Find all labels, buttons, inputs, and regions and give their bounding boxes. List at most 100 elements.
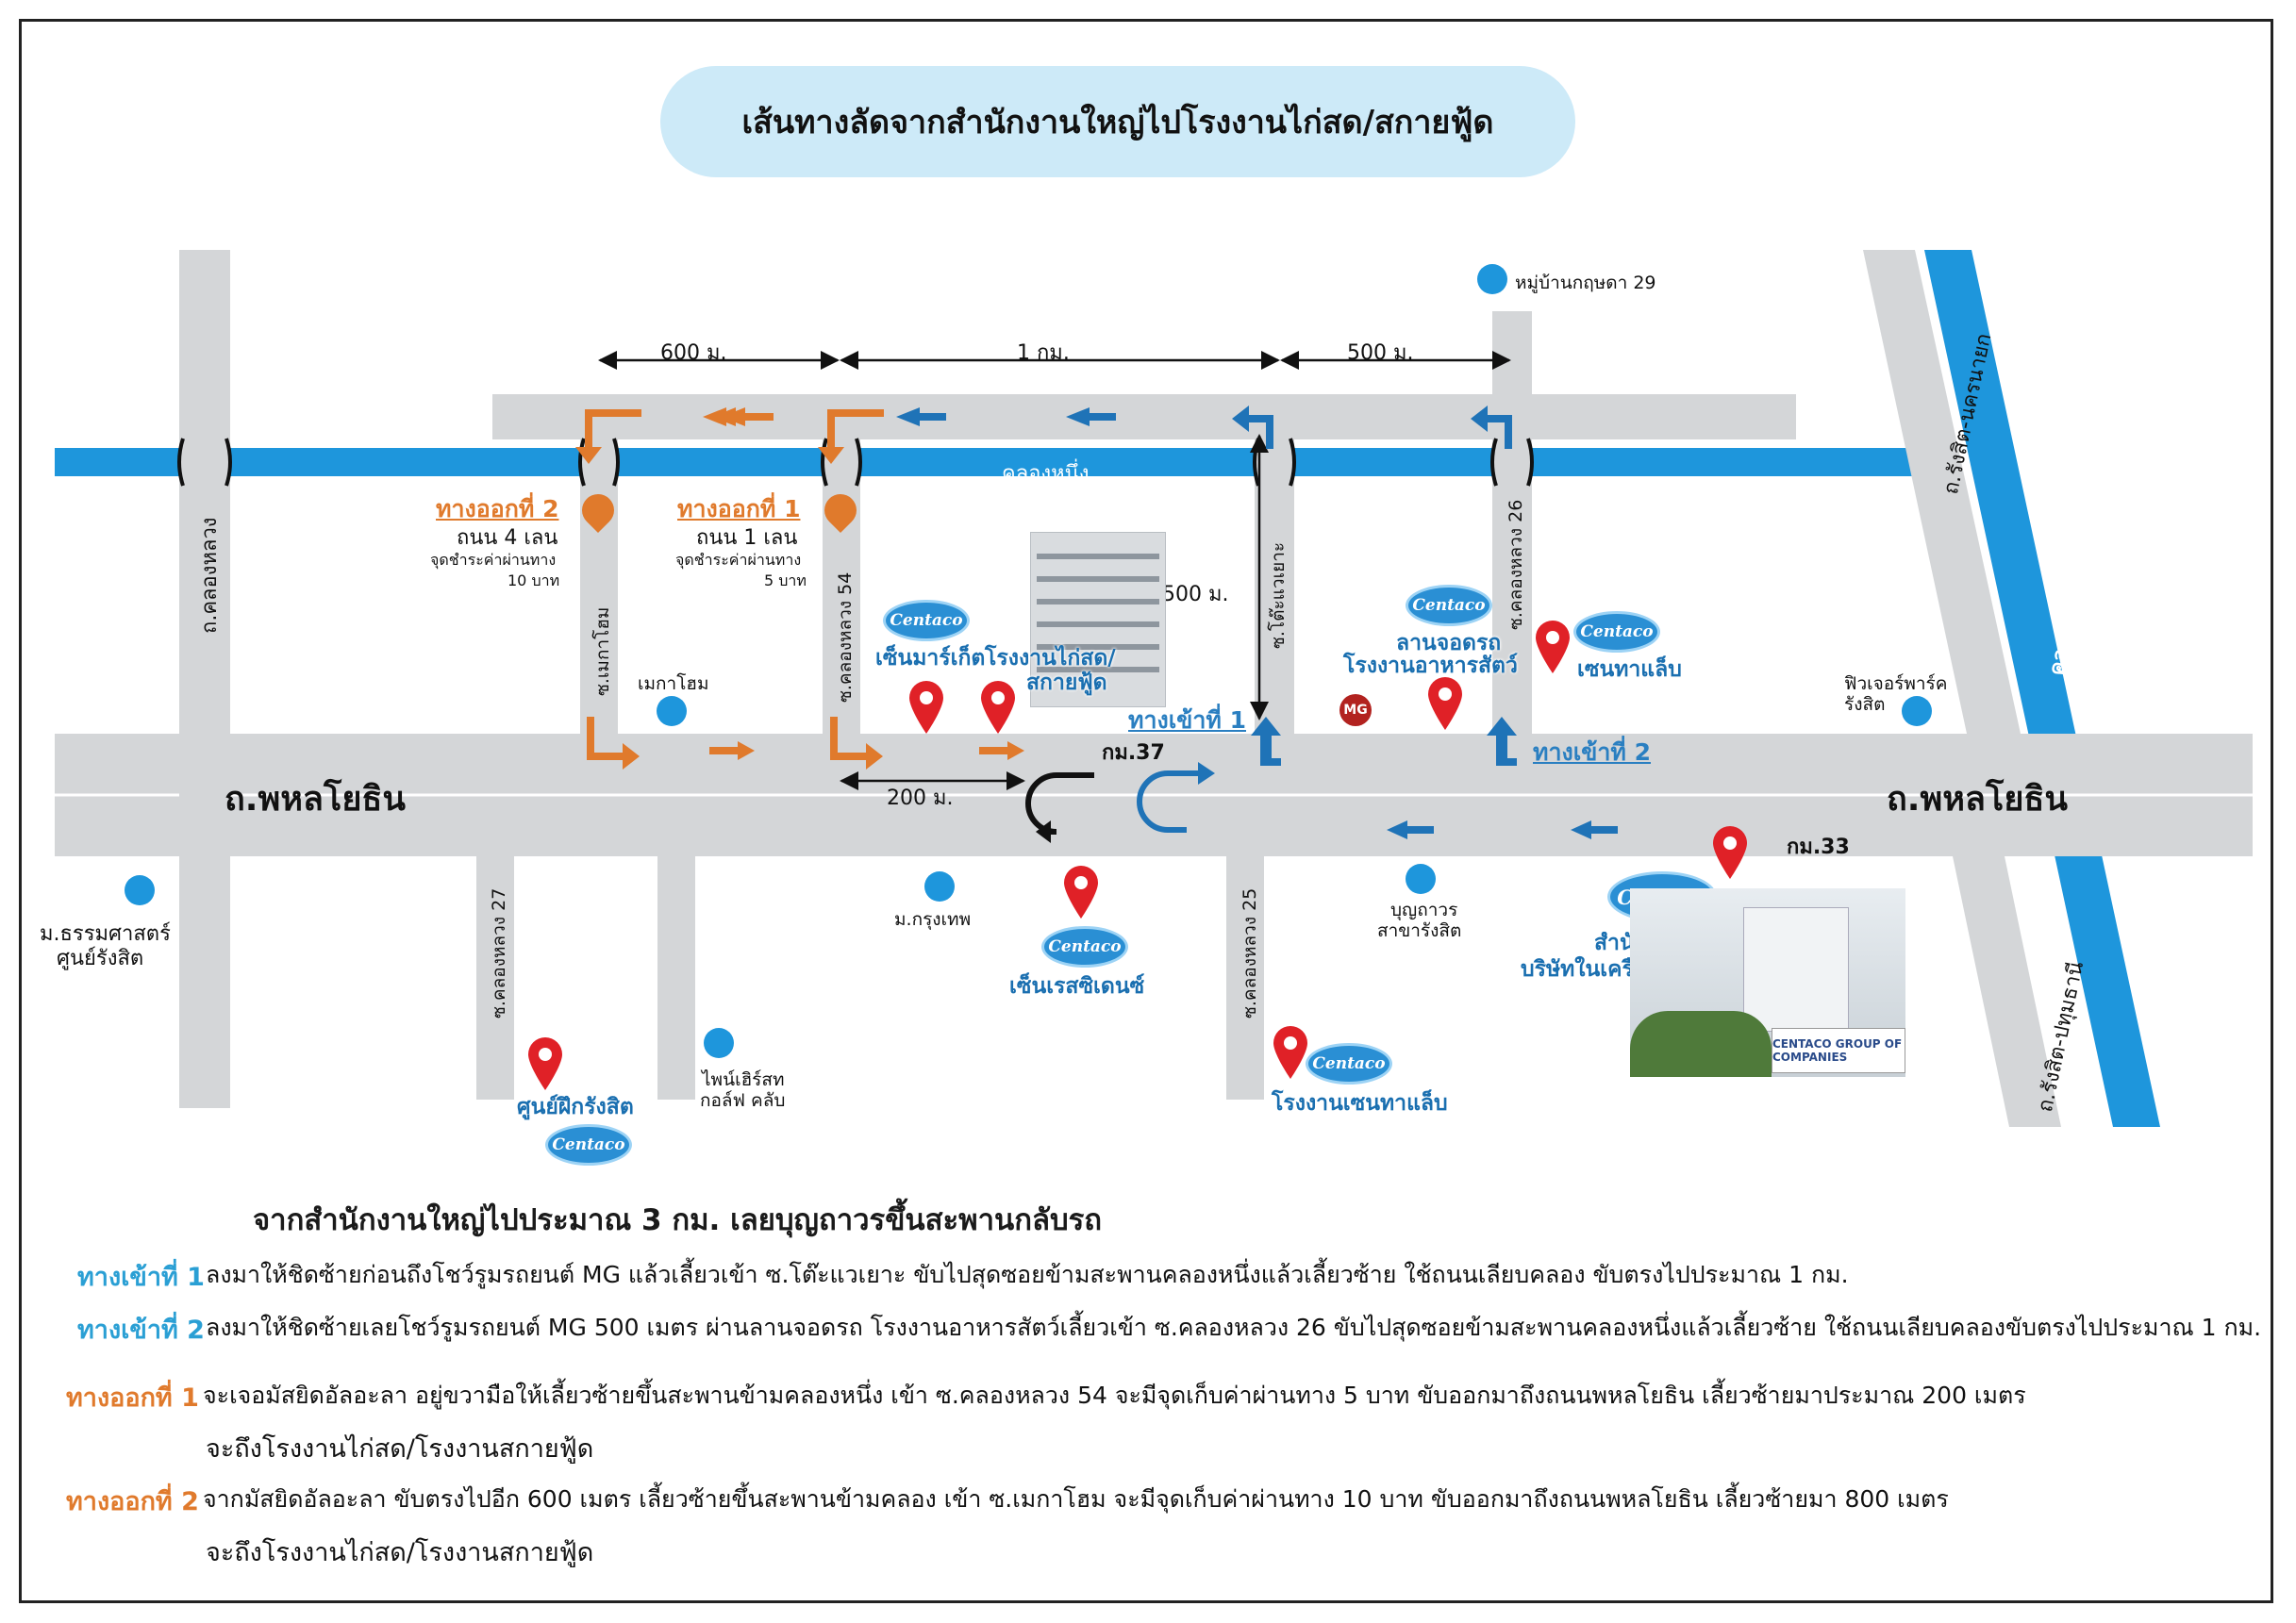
exit1-toll: จุดชำระค่าผ่านทาง [675,551,802,569]
pinehurst-road [657,856,695,1100]
page-frame [19,19,2273,1603]
distance-500: 500 ม. [1347,341,1414,365]
exit2-fee: 10 บาท [507,571,560,589]
place-future-park-rangsit: รังสิต [1844,694,1886,715]
exit2-toll: จุดชำระค่าผ่านทาง [430,551,557,569]
rangsit-pathumthani-road [1953,856,2061,1127]
centaco-logo: Centaco [1041,926,1128,968]
hq-sign: CENTACO GROUP OF COMPANIES [1772,1028,1905,1073]
instruction-text: จากมัสยิดอัลอะลา ขับตรงไปอีก 600 เมตร เล… [203,1485,1949,1513]
distance-600: 600 ม. [660,341,727,365]
place-parking-feed-factory: โรงงานอาหารสัตว์ [1343,654,1518,678]
instruction-label: ทางเข้าที่ 2 [77,1316,205,1345]
distance-500-vertical: 500 ม. [1162,583,1229,606]
place-bunthavorn: บุญถาวร [1390,900,1458,920]
centaco-logo: Centaco [1306,1043,1392,1085]
entry1-label: ทางเข้าที่ 1 [1128,706,1246,734]
place-dot-icon [125,875,155,905]
location-pin-icon [981,681,1015,734]
place-thammasat: ม.ธรรมศาสตร์ [40,922,171,946]
instruction-text: ลงมาให้ชิดซ้ายก่อนถึงโชว์รูมรถยนต์ MG แล… [206,1261,1849,1288]
place-training-center: ศูนย์ฝึกรังสิต [517,1095,634,1119]
place-bunthavorn-rangsit: สาขารังสิต [1377,920,1462,941]
road-phahon-right: ถ.พหลโยธิน [1887,780,2069,819]
location-pin-icon [528,1037,562,1090]
exit2-road: ถนน 4 เลน [457,526,558,550]
place-dot-icon [924,871,955,902]
instruction-text: จะเจอมัสยิดอัลอะลา อยู่ขวามือให้เลี้ยวซ้… [203,1382,2026,1409]
canal-side-road [492,394,1796,439]
centaco-logo: Centaco [1406,585,1492,626]
instruction-label: ทางเข้าที่ 1 [77,1263,205,1292]
road-khlong-luang: ถ.คลองหลวง [198,517,222,634]
entry-route-arrows [896,406,1618,839]
hq-building-image: CENTACO GROUP OF COMPANIES [1630,888,1905,1077]
summary-text: จากสำนักงานใหญ่ไปประมาณ 3 กม. เลยบุญถาวร… [253,1203,1103,1237]
km33-marker: กม.33 [1787,836,1850,859]
place-mooban-kritsada: หมู่บ้านกฤษดา 29 [1515,273,1656,293]
mg-logo: MG [1339,694,1372,726]
location-pin-icon [1536,621,1570,673]
instruction-label: ทางออกที่ 1 [66,1383,199,1413]
distance-lines [598,351,1511,790]
factory-building-image [1030,532,1166,707]
exit-route-arrows [575,407,1024,770]
place-dot-icon [704,1028,734,1058]
instruction-text: จะถึงโรงงานไก่สด/โรงงานสกายฟู้ด [206,1538,594,1567]
centaco-logo: Centaco [883,600,970,641]
road-soi-towaeyao: ซ.โต๊ะแวเยาะ [1268,541,1289,649]
place-cenmarket: เซ็นมาร์เก็ต [875,646,986,671]
place-cenresidence: เซ็นเรสซิเดนซ์ [1009,974,1145,999]
exit1-road: ถนน 1 เลน [696,526,798,550]
place-factory: โรงงานไก่สด/ [985,646,1116,671]
exit2-title: ทางออกที่ 2 [436,495,559,522]
distance-200: 200 ม. [887,787,954,810]
place-future-park: ฟิวเจอร์พาร์ค [1844,673,1948,694]
place-dot-icon [657,696,687,726]
location-pin-icon [1064,866,1098,919]
centaco-logo: Centaco [545,1124,632,1166]
location-pin-icon [909,681,943,734]
place-centalab: เซนทาแล็บ [1577,657,1682,682]
khlong-luang-road [179,250,230,1108]
soi-27-road [476,856,514,1100]
road-soi-25: ซ.คลองหลวง 25 [1240,887,1260,1019]
instruction-label: ทางออกที่ 2 [66,1487,199,1516]
distance-1km: 1 กม. [1017,341,1070,365]
place-dot-icon [1406,864,1436,894]
road-phahon-left: ถ.พหลโยธิน [225,780,407,819]
place-dot-icon [1477,264,1507,294]
place-pinehurst-golf: กอล์ฟ คลับ [700,1090,786,1111]
khlong-nueng-canal [55,448,1951,476]
blue-uturn-head [1198,762,1215,785]
entry2-label: ทางเข้าที่ 2 [1533,738,1651,766]
instruction-text: ลงมาให้ชิดซ้ายเลยโชว์รูมรถยนต์ MG 500 เม… [206,1314,2262,1341]
rangsit-nakhonnayok-road [1863,250,2021,734]
place-bangkok-univ: ม.กรุงเทพ [894,909,972,930]
exit1-fee: 5 บาท [764,571,807,589]
road-soi-54: ซ.คลองหลวง 54 [835,571,856,703]
black-uturn-head [1036,820,1051,843]
location-pin-icon [1428,677,1462,730]
canal-khlong-nueng: คลองหนึ่ง [1002,462,1090,486]
road-soi-mekahome: ซ.เมกาโฮม [592,606,613,696]
place-centalab-factory: โรงงานเซนทาแล็บ [1272,1091,1448,1116]
road-soi-26: ซ.คลองหลวง 26 [1506,499,1526,630]
road-soi-27: ซ.คลองหลวง 27 [489,887,509,1019]
instruction-text: จะถึงโรงงานไก่สด/โรงงานสกายฟู้ด [206,1434,594,1464]
location-pin-icon [1713,826,1747,879]
km37-marker: กม.37 [1102,741,1165,765]
place-thammasat-rangsit: ศูนย์รังสิต [57,947,144,970]
exit1-title: ทางออกที่ 1 [677,495,801,522]
place-parking: ลานจอดรถ [1396,631,1502,655]
soi-25-road [1226,856,1264,1100]
place-dot-icon [1902,696,1932,726]
page-title: เส้นทางลัดจากสำนักงานใหญ่ไปโรงงานไก่สด/ส… [660,66,1575,177]
place-pinehurst: ไพน์เฮิร์สท [702,1069,785,1090]
place-factory-skyfood: สกายฟู้ด [1026,671,1107,695]
place-mekahome: เมกาโฮม [638,673,709,694]
blue-uturn [1137,770,1200,833]
location-pin-icon [1273,1026,1307,1079]
soi-26-road [1492,311,1532,736]
